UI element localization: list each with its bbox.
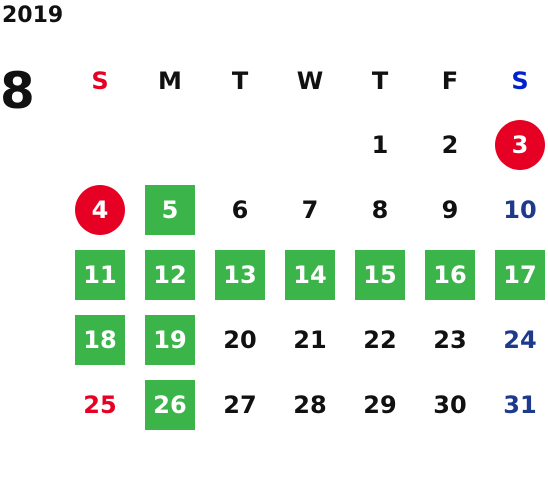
calendar-day-cell-sunday[interactable]: 25 (65, 372, 135, 437)
calendar-day-cell-thursday[interactable]: 8 (345, 177, 415, 242)
calendar-day-number: 7 (301, 195, 319, 224)
weekday-header-monday: M (158, 67, 182, 95)
calendar-day-cell-friday[interactable]: 2 (415, 112, 485, 177)
calendar-empty-cell (205, 112, 275, 177)
calendar-day-cell-tuesday[interactable]: 20 (205, 307, 275, 372)
calendar-day-cell-monday[interactable]: 19 (135, 307, 205, 372)
calendar-day-number: 12 (145, 249, 195, 300)
weekday-header-row: S M T W T F S (65, 50, 548, 112)
calendar-day-number: 18 (75, 314, 125, 365)
calendar-day-cell-thursday[interactable]: 1 (345, 112, 415, 177)
calendar-day-number: 8 (371, 195, 389, 224)
calendar-day-cell-friday[interactable]: 16 (415, 242, 485, 307)
calendar-day-number: 9 (441, 195, 459, 224)
calendar-day-number (145, 120, 195, 170)
calendar-day-number: 14 (285, 249, 335, 300)
month-label: 8 (0, 62, 35, 120)
weekday-header-wednesday: W (296, 67, 324, 95)
calendar-day-cell-saturday[interactable]: 24 (485, 307, 548, 372)
calendar-day-cell-tuesday[interactable]: 27 (205, 372, 275, 437)
calendar-day-number: 19 (145, 314, 195, 365)
calendar-day-cell-wednesday[interactable]: 28 (275, 372, 345, 437)
calendar-day-cell-wednesday[interactable]: 21 (275, 307, 345, 372)
calendar-day-number: 17 (495, 249, 545, 300)
calendar-day-number (285, 120, 335, 170)
calendar-day-cell-sunday[interactable]: 18 (65, 307, 135, 372)
calendar-day-number: 13 (215, 249, 265, 300)
calendar-empty-cell (275, 112, 345, 177)
calendar-day-number: 21 (293, 325, 327, 354)
calendar-week-row: 18 19 20 21 22 23 24 (65, 307, 548, 372)
weekday-header-friday: F (441, 67, 459, 95)
calendar-day-number (215, 120, 265, 170)
calendar-day-number: 24 (503, 325, 537, 354)
calendar-day-number: 6 (231, 195, 249, 224)
calendar-day-cell-thursday[interactable]: 22 (345, 307, 415, 372)
calendar-day-cell-saturday[interactable]: 3 (485, 112, 548, 177)
calendar-empty-cell (135, 112, 205, 177)
calendar-week-row: 25 26 27 28 29 30 31 (65, 372, 548, 437)
calendar-day-number: 11 (75, 249, 125, 300)
weekday-header-sunday: S (91, 67, 109, 95)
calendar-day-cell-monday[interactable]: 5 (135, 177, 205, 242)
calendar-day-number: 20 (223, 325, 257, 354)
calendar-day-cell-saturday[interactable]: 31 (485, 372, 548, 437)
calendar-day-number: 31 (503, 390, 537, 419)
calendar-day-number: 3 (495, 119, 545, 170)
calendar-day-cell-wednesday[interactable]: 7 (275, 177, 345, 242)
calendar-day-cell-wednesday[interactable]: 14 (275, 242, 345, 307)
calendar-day-number: 15 (355, 249, 405, 300)
weekday-header-thursday: T (371, 67, 389, 95)
calendar-day-cell-friday[interactable]: 9 (415, 177, 485, 242)
calendar-day-number: 25 (83, 390, 117, 419)
calendar-day-cell-saturday[interactable]: 17 (485, 242, 548, 307)
calendar-day-cell-thursday[interactable]: 15 (345, 242, 415, 307)
calendar-day-number: 30 (433, 390, 467, 419)
calendar-day-number: 1 (371, 130, 389, 159)
weekday-header-tuesday: T (231, 67, 249, 95)
calendar-day-number: 4 (75, 184, 125, 235)
calendar-day-cell-friday[interactable]: 23 (415, 307, 485, 372)
calendar-day-number: 16 (425, 249, 475, 300)
calendar-day-cell-thursday[interactable]: 29 (345, 372, 415, 437)
calendar-week-row: 11 12 13 14 15 16 17 (65, 242, 548, 307)
calendar-week-row: 1 2 3 (65, 112, 548, 177)
calendar-day-cell-saturday[interactable]: 10 (485, 177, 548, 242)
calendar-day-number: 5 (145, 184, 195, 235)
year-label: 2019 (2, 3, 64, 28)
calendar-day-number: 2 (441, 130, 459, 159)
calendar-day-cell-sunday[interactable]: 11 (65, 242, 135, 307)
calendar-day-number: 10 (503, 195, 537, 224)
calendar-day-number: 27 (223, 390, 257, 419)
calendar-day-cell-tuesday[interactable]: 13 (205, 242, 275, 307)
calendar-day-cell-monday[interactable]: 12 (135, 242, 205, 307)
calendar-day-number: 28 (293, 390, 327, 419)
calendar-day-cell-sunday[interactable]: 4 (65, 177, 135, 242)
calendar-day-cell-friday[interactable]: 30 (415, 372, 485, 437)
calendar-day-number: 23 (433, 325, 467, 354)
calendar-day-cell-monday[interactable]: 26 (135, 372, 205, 437)
calendar-day-number: 22 (363, 325, 397, 354)
calendar-day-number (75, 120, 125, 170)
calendar-day-cell-tuesday[interactable]: 6 (205, 177, 275, 242)
weekday-header-saturday: S (511, 67, 529, 95)
calendar-day-number: 29 (363, 390, 397, 419)
calendar-empty-cell (65, 112, 135, 177)
calendar-day-number: 26 (145, 379, 195, 430)
